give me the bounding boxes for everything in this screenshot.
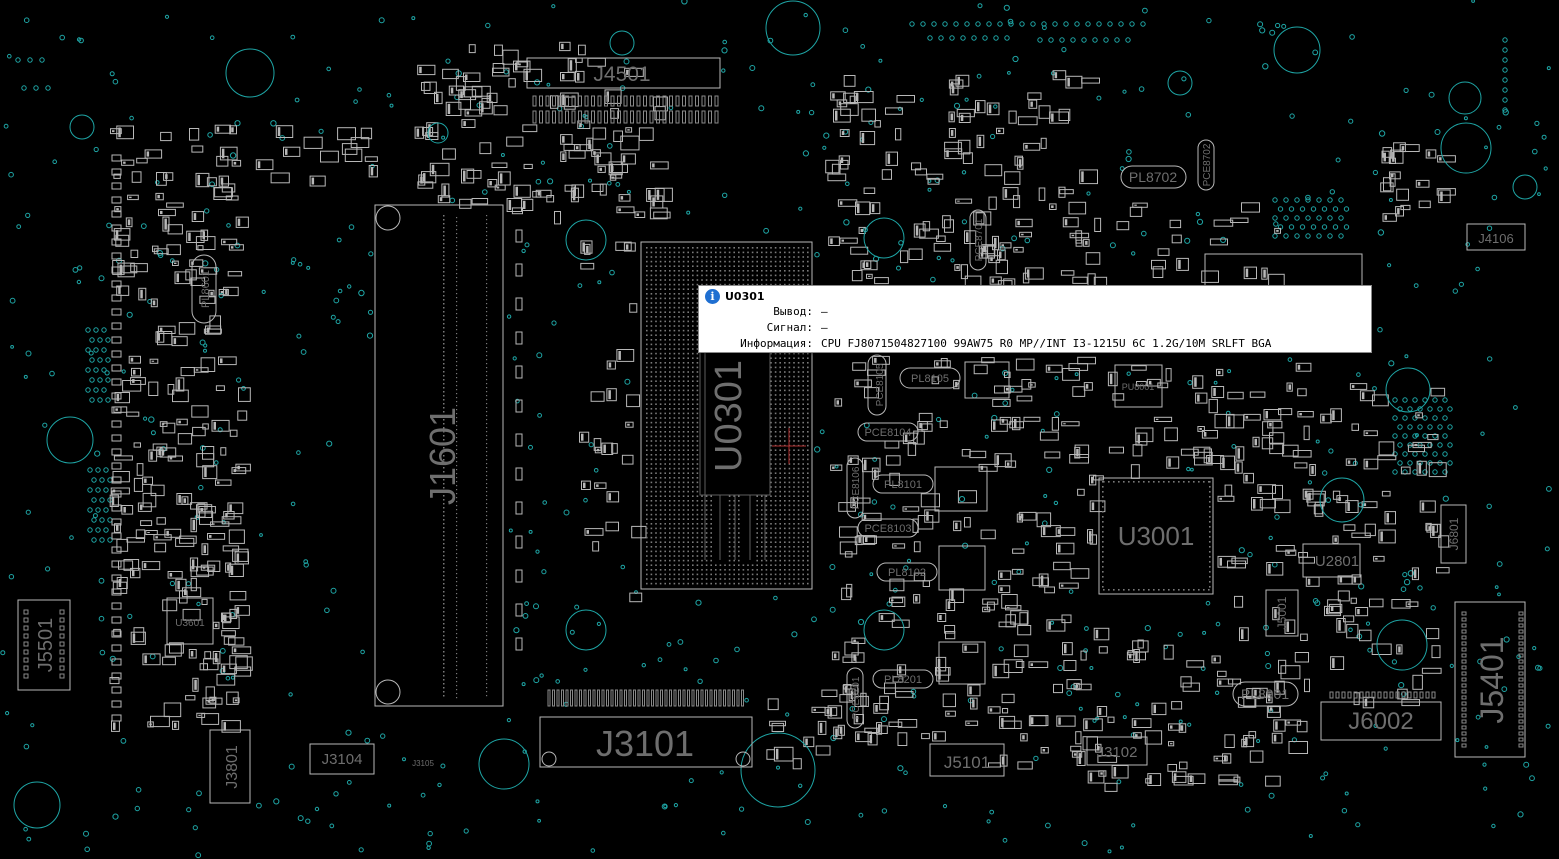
designator-labels: J4501 J1601 U0301 J3101 U3001 J5401 J600… — [35, 63, 1514, 789]
label-u3601: U3601 — [175, 618, 205, 629]
label-pce8106: PCE8106 — [851, 466, 862, 509]
label-j3104: J3104 — [322, 751, 363, 768]
j3104-connector — [309, 743, 375, 775]
label-j3102: J3102 — [1097, 744, 1138, 761]
label-pce8105: PCE8105 — [875, 363, 886, 406]
tooltip-value: — — [821, 321, 828, 334]
j5001-connector — [1265, 589, 1299, 637]
label-u2801: U2801 — [1315, 553, 1359, 570]
label-pce8702: PCE8702 — [1202, 143, 1213, 186]
label-pu8001: PU8001 — [1122, 382, 1155, 392]
label-j4106: J4106 — [1478, 231, 1513, 246]
label-pl8901: PL8901 — [1241, 686, 1289, 702]
tooltip-label: Вывод: — [773, 305, 813, 318]
component-outline-layer — [109, 41, 1456, 792]
label-j6801: J6801 — [1447, 517, 1461, 550]
pl8702-outline — [1120, 165, 1187, 189]
label-pl8601: PL8601 — [200, 270, 212, 308]
tooltip-header: i U0301 — [705, 288, 765, 304]
j3102-connector — [1086, 736, 1148, 766]
label-j5101: J5101 — [944, 753, 990, 772]
tooltip-row-signal: Сигнал: — — [699, 320, 1371, 335]
mounting-holes — [13, 0, 1538, 829]
j1601-connector — [374, 204, 504, 707]
label-j3105: J3105 — [412, 759, 434, 768]
label-pl8101: PL8101 — [884, 479, 922, 491]
label-j3101: J3101 — [596, 723, 694, 764]
j5101-connector — [929, 743, 1005, 777]
tooltip-row-pin: Вывод: — — [699, 304, 1371, 319]
major-components — [17, 57, 1526, 804]
u3001-chip — [1098, 477, 1214, 595]
pl8901-outline — [1232, 681, 1299, 707]
info-icon: i — [705, 288, 720, 304]
label-pce8103: PCE8103 — [864, 523, 911, 535]
j4106-connector — [1466, 223, 1526, 251]
pl8601-outline — [191, 254, 217, 324]
label-pce8701: PCE8701 — [974, 218, 985, 261]
label-pl8105: PL8105 — [911, 373, 949, 385]
label-j5401: J5401 — [1474, 636, 1510, 723]
label-j3801: J3801 — [224, 745, 241, 789]
label-pce8104: PCE8104 — [864, 427, 911, 439]
label-u3001: U3001 — [1118, 521, 1195, 551]
tooltip-label: Информация: — [740, 337, 813, 350]
label-j6002: J6002 — [1348, 708, 1413, 735]
j3101-connector — [539, 716, 753, 768]
label-pl8702: PL8702 — [1129, 169, 1177, 185]
connector-pins — [23, 95, 1524, 748]
label-pl8201: PL8201 — [884, 674, 922, 686]
j6002-connector — [1320, 701, 1442, 741]
tooltip-title: U0301 — [725, 289, 765, 303]
j6801-connector — [1440, 504, 1467, 564]
u0301-cpu-package — [640, 241, 813, 590]
label-j1601: J1601 — [422, 407, 463, 505]
label-j5001: J5001 — [1275, 596, 1289, 629]
cursor-crosshair — [772, 428, 806, 464]
label-j4501: J4501 — [593, 63, 650, 86]
tooltip-label: Сигнал: — [766, 321, 813, 334]
label-pce8201: PCE8201 — [851, 676, 862, 719]
label-j5501: J5501 — [35, 618, 57, 673]
label-pl8102: PL8102 — [888, 567, 926, 579]
label-u0301: U0301 — [708, 360, 750, 472]
j4501-connector — [526, 57, 721, 89]
j5401-connector — [1454, 601, 1526, 758]
tooltip-row-info: Информация: CPU FJ8071504827100 99AW75 R… — [699, 336, 1371, 351]
j5501-connector — [17, 599, 71, 691]
tooltip-value: CPU FJ8071504827100 99AW75 R0 MP//INT I3… — [821, 337, 1272, 350]
component-info-tooltip: i U0301 Вывод: — Сигнал: — Информация: C… — [698, 285, 1372, 353]
tooltip-value: — — [821, 305, 828, 318]
j3801-connector — [209, 729, 251, 804]
